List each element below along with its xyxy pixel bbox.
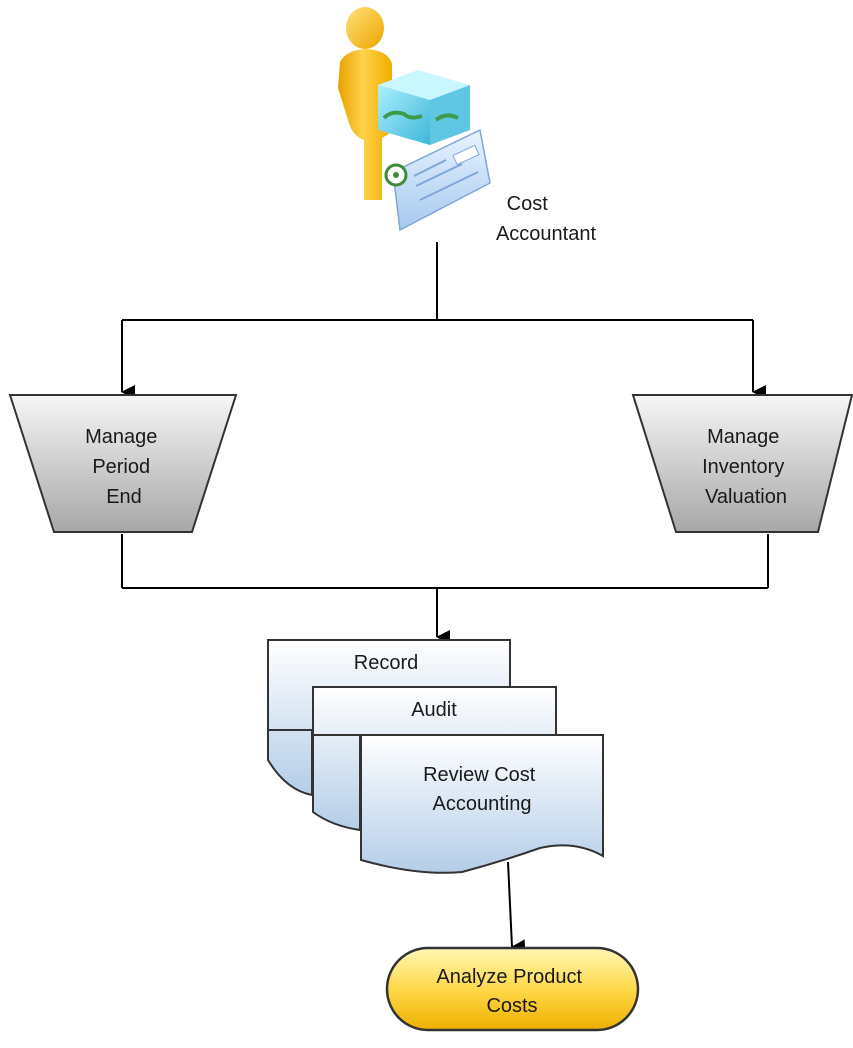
outcome-line-1: Analyze Product — [436, 966, 582, 988]
outcome-label: Analyze Product Costs — [436, 966, 587, 1017]
document-review-line-1: Review Cost — [423, 764, 536, 786]
task-right-line-1: Manage — [707, 426, 779, 448]
task-manage-period-end: Manage Period End — [8, 394, 238, 533]
document-record-label: Record — [354, 652, 418, 674]
actor-label: Cost Accountant — [496, 193, 597, 245]
document-review-label: Review Cost Accounting — [423, 764, 541, 815]
task-left-line-2: Period — [92, 456, 150, 478]
connectors — [121, 242, 769, 954]
document-record-line-1: Record — [354, 652, 418, 674]
document-audit-line-1: Audit — [411, 699, 457, 721]
task-right-line-2: Inventory — [702, 456, 784, 478]
task-left-line-1: Manage — [85, 426, 157, 448]
outcome-shape — [385, 946, 640, 1032]
task-right-line-3: Valuation — [705, 486, 787, 508]
task-label-right: Manage Inventory Valuation — [702, 426, 790, 508]
actor-label-line-1: Cost — [507, 193, 549, 215]
document-audit-label: Audit — [411, 699, 457, 721]
document-review-line-2: Accounting — [433, 793, 532, 815]
outcome-line-2: Costs — [486, 995, 537, 1017]
arrow-to-analyze-product-costs — [507, 861, 526, 954]
actor-label-line-2: Accountant — [496, 223, 597, 245]
task-shape-left — [8, 394, 238, 533]
cost-accountant-person-icon — [338, 7, 491, 232]
task-shape-right — [631, 394, 853, 533]
task-label-left: Manage Period End — [85, 426, 163, 508]
task-left-line-3: End — [106, 486, 142, 508]
task-manage-inventory-valuation: Manage Inventory Valuation — [631, 394, 853, 533]
outcome-analyze-product-costs: Analyze Product Costs — [385, 946, 640, 1032]
document-review-cost-accounting: Review Cost Accounting — [360, 734, 604, 874]
